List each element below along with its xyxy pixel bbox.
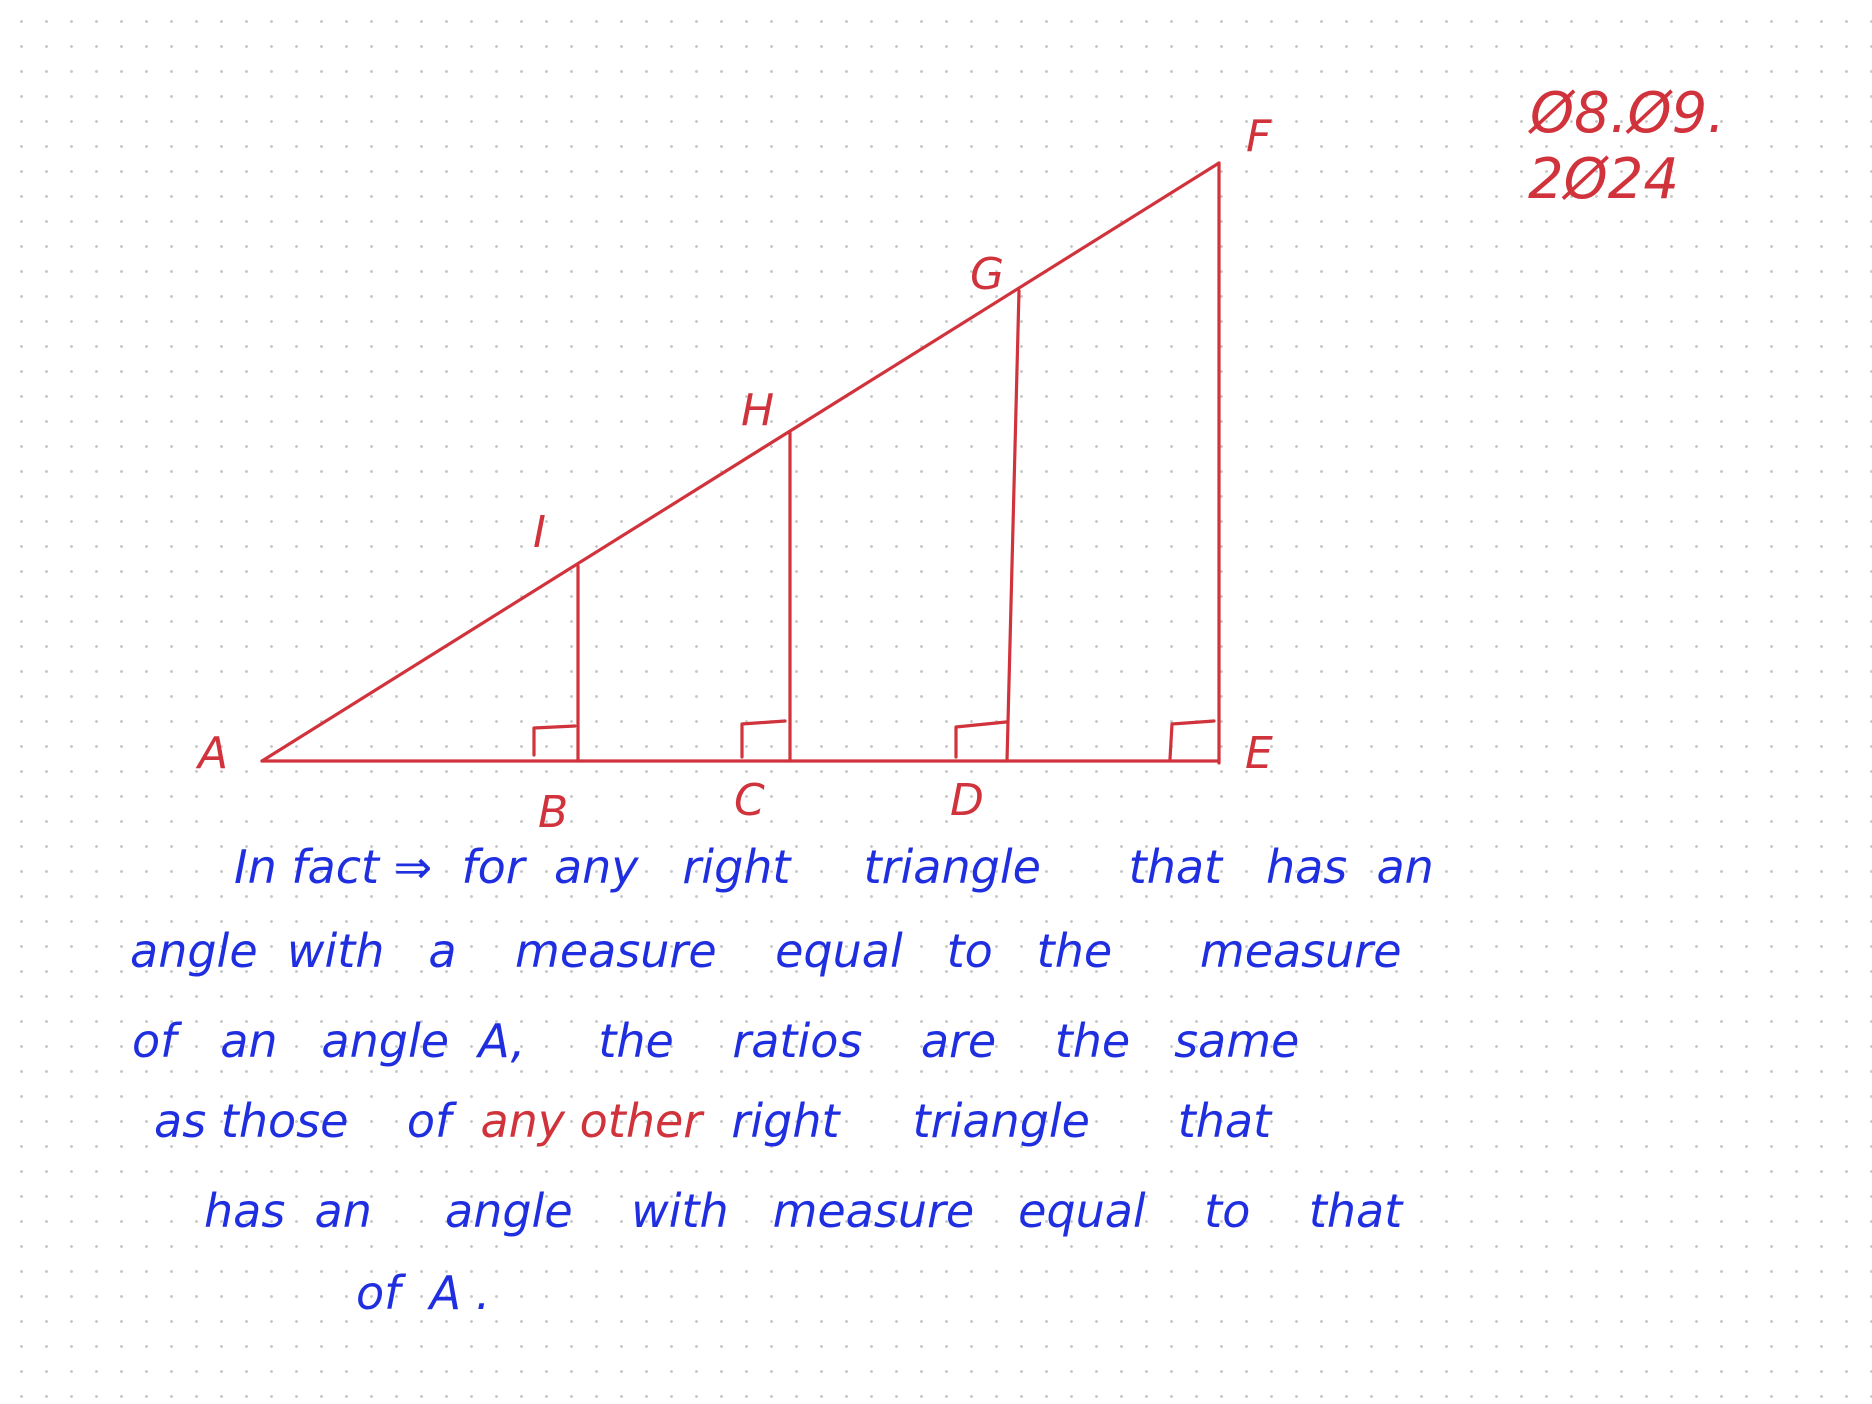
- note-line-4-highlight: any other: [480, 1094, 703, 1148]
- note-line-6: of A .: [356, 1266, 491, 1320]
- label-H: H: [741, 385, 774, 436]
- note-line-2: angle with a measure equal to the measur…: [130, 924, 1402, 978]
- segment-GD: [1005, 289, 1021, 763]
- date-line-1: Ø8.Ø9.: [1528, 81, 1725, 146]
- label-I: I: [533, 507, 546, 558]
- note-line-4-part-c: right triangle that: [702, 1094, 1272, 1148]
- right-angle-mark-E: [1168, 719, 1216, 761]
- label-C: C: [734, 775, 765, 826]
- right-angle-mark-D: [954, 720, 1008, 759]
- note-line-1: In fact ⇒ for any right triangle that ha…: [234, 840, 1434, 894]
- label-A: A: [195, 728, 228, 779]
- note-line-5: has an angle with measure equal to that: [204, 1184, 1403, 1238]
- date-line-2: 2Ø24: [1528, 147, 1679, 212]
- label-B: B: [538, 787, 568, 838]
- label-D: D: [950, 775, 984, 826]
- note-line-4-part-a: as those of: [154, 1094, 481, 1148]
- hypotenuse-AF: [260, 161, 1221, 763]
- note-line-3: of an angle A, the ratios are the same: [132, 1014, 1300, 1068]
- right-angle-mark-B: [532, 724, 577, 757]
- right-angle-mark-C: [740, 719, 787, 759]
- label-F: F: [1246, 111, 1272, 162]
- label-E: E: [1245, 728, 1273, 779]
- note-line-4: as those of any other right triangle tha…: [154, 1094, 1271, 1148]
- label-G: G: [970, 249, 1004, 300]
